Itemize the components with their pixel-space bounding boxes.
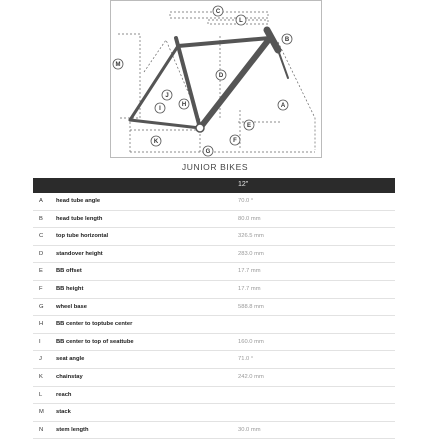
svg-text:B: B: [285, 37, 290, 43]
row-code: H: [39, 321, 44, 328]
row-code: B: [39, 215, 43, 222]
label-g: G: [202, 145, 214, 157]
head-tube: [263, 26, 282, 54]
dim-a-line: [277, 41, 316, 150]
row-name: BB center to toptube center: [56, 321, 133, 328]
row-value: 242.0 mm: [238, 373, 264, 380]
row-name: standover height: [56, 250, 103, 257]
svg-text:F: F: [233, 138, 237, 144]
bottom-bracket: [195, 123, 205, 133]
row-name: BB height: [56, 285, 84, 292]
row-value: 71.0 °: [238, 356, 254, 363]
row-value: 326.5 mm: [238, 233, 264, 240]
row-value: 17.7 mm: [238, 285, 261, 292]
row-name: reach: [56, 391, 72, 398]
label-m: M: [112, 58, 124, 70]
row-code: C: [39, 233, 44, 240]
svg-text:H: H: [182, 102, 186, 108]
diagram-border: [110, 0, 322, 158]
label-a: A: [277, 99, 289, 111]
label-l: L: [235, 14, 247, 26]
row-code: I: [39, 338, 41, 345]
seat-tube: [174, 36, 202, 130]
svg-text:C: C: [216, 9, 221, 15]
label-b: B: [281, 33, 293, 45]
svg-text:K: K: [154, 139, 159, 145]
svg-text:A: A: [281, 103, 286, 109]
svg-text:L: L: [239, 18, 243, 24]
seatstay: [128, 44, 180, 122]
dim-i-line: [143, 39, 201, 121]
label-c: C: [212, 5, 224, 17]
row-name: head tube angle: [56, 198, 101, 204]
frame-geometry-svg: C L B M D J H I A E K F G: [110, 0, 322, 158]
row-name: stack: [56, 409, 71, 416]
label-e: E: [243, 119, 255, 131]
row-code: L: [39, 391, 43, 398]
row-value: 70.0 °: [238, 198, 254, 204]
row-value: 283.0 mm: [238, 250, 264, 257]
label-k: K: [150, 135, 162, 147]
row-name: BB center to top of seattube: [56, 338, 134, 345]
svg-text:E: E: [247, 123, 251, 129]
row-name: chainstay: [56, 373, 83, 380]
table-title: JUNIOR BIKES: [181, 162, 249, 172]
row-name: BB offset: [56, 268, 82, 275]
row-name: wheel base: [56, 303, 87, 310]
row-code: K: [39, 373, 43, 380]
row-code: E: [39, 268, 43, 275]
down-tube: [197, 35, 273, 131]
label-h: H: [178, 98, 190, 110]
row-code: A: [39, 198, 43, 204]
row-code: M: [39, 409, 44, 416]
svg-text:I: I: [159, 106, 161, 112]
label-d: D: [215, 69, 227, 81]
top-tube: [176, 36, 272, 48]
svg-text:J: J: [165, 93, 168, 99]
label-i: I: [154, 102, 166, 114]
size-header-label: 12": [238, 181, 249, 188]
table-row: E BB offset 17.7 mm: [33, 263, 395, 281]
chainstay: [128, 118, 202, 130]
table-row: I BB center to top of seattube 160.0 mm: [33, 334, 395, 352]
fork: [277, 49, 289, 79]
row-name: head tube length: [56, 215, 103, 222]
svg-text:M: M: [116, 62, 121, 68]
size-header-bar: 12": [33, 178, 395, 193]
row-name: top tube horizontal: [56, 233, 109, 240]
label-f: F: [229, 134, 241, 146]
label-j: J: [161, 89, 173, 101]
row-code: D: [39, 250, 44, 257]
svg-text:D: D: [219, 73, 224, 79]
row-name: seat angle: [56, 356, 85, 363]
frame-geometry-diagram: C L B M D J H I A E K F G: [110, 0, 322, 158]
row-code: J: [39, 356, 42, 363]
row-value: 160.0 mm: [238, 338, 264, 345]
diagram-labels: C L B M D J H I A E K F G: [112, 5, 293, 157]
bike-frame: [128, 26, 289, 133]
row-value: 588.8 mm: [238, 303, 264, 310]
dim-m-line: [118, 33, 141, 119]
row-value: 17.7 mm: [238, 268, 261, 275]
row-value: 80.0 mm: [238, 215, 261, 222]
table-row: F BB height 17.7 mm: [33, 281, 395, 299]
table-row: H BB center to toptube center: [33, 316, 395, 334]
row-code: G: [39, 303, 44, 310]
svg-text:G: G: [206, 149, 211, 155]
row-code: F: [39, 285, 43, 292]
